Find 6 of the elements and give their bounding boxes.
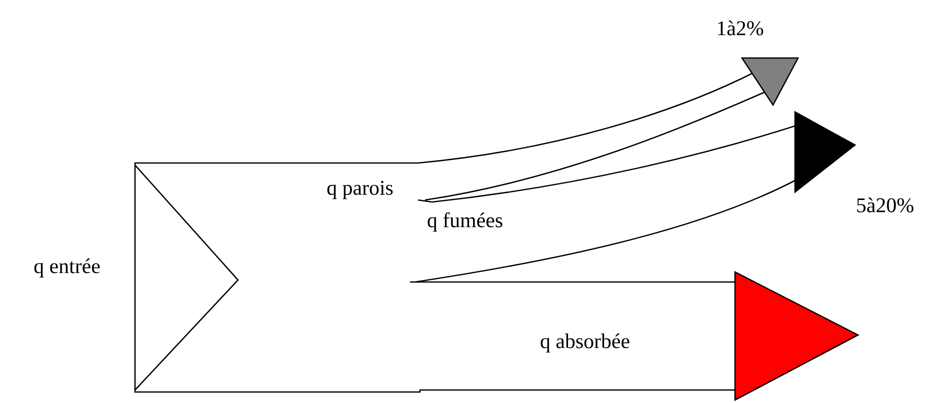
flow-label: 5à20% bbox=[857, 198, 914, 212]
flow-label: q absorbée bbox=[540, 334, 630, 352]
flow-label: q fumées bbox=[428, 212, 502, 232]
flow-label: q parois bbox=[327, 180, 393, 200]
flow-label: 1à2% bbox=[718, 20, 764, 36]
flow-label: q entrée bbox=[34, 258, 100, 278]
